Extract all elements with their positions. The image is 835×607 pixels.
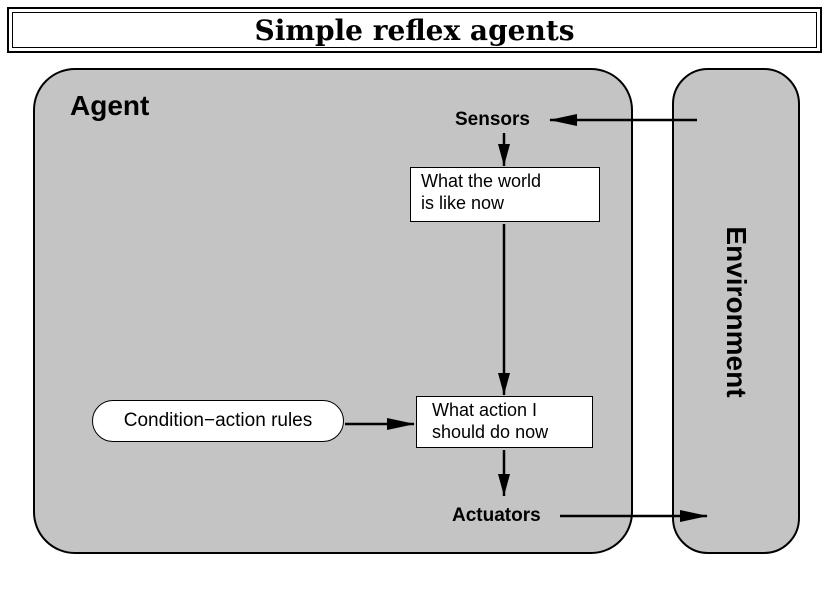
- action-line-1: What action I: [432, 400, 538, 420]
- environment-panel: [672, 68, 800, 554]
- sensors-label: Sensors: [455, 109, 530, 130]
- agent-label: Agent: [70, 90, 150, 121]
- agent-panel: [33, 68, 633, 554]
- actuators-label: Actuators: [452, 505, 541, 526]
- world-state-line-2: is like now: [421, 193, 505, 213]
- condition-action-rules-label: Condition−action rules: [123, 410, 313, 431]
- condition-action-rules-box: Condition−action rules: [92, 400, 344, 442]
- world-state-line-1: What the world: [421, 171, 542, 191]
- action-box: What action I should do now: [416, 396, 593, 448]
- title-frame: Simple reflex agents: [7, 7, 822, 53]
- world-state-box: What the world is like now: [410, 167, 600, 222]
- diagram-title: Simple reflex agents: [12, 12, 817, 48]
- action-line-2: should do now: [432, 422, 549, 442]
